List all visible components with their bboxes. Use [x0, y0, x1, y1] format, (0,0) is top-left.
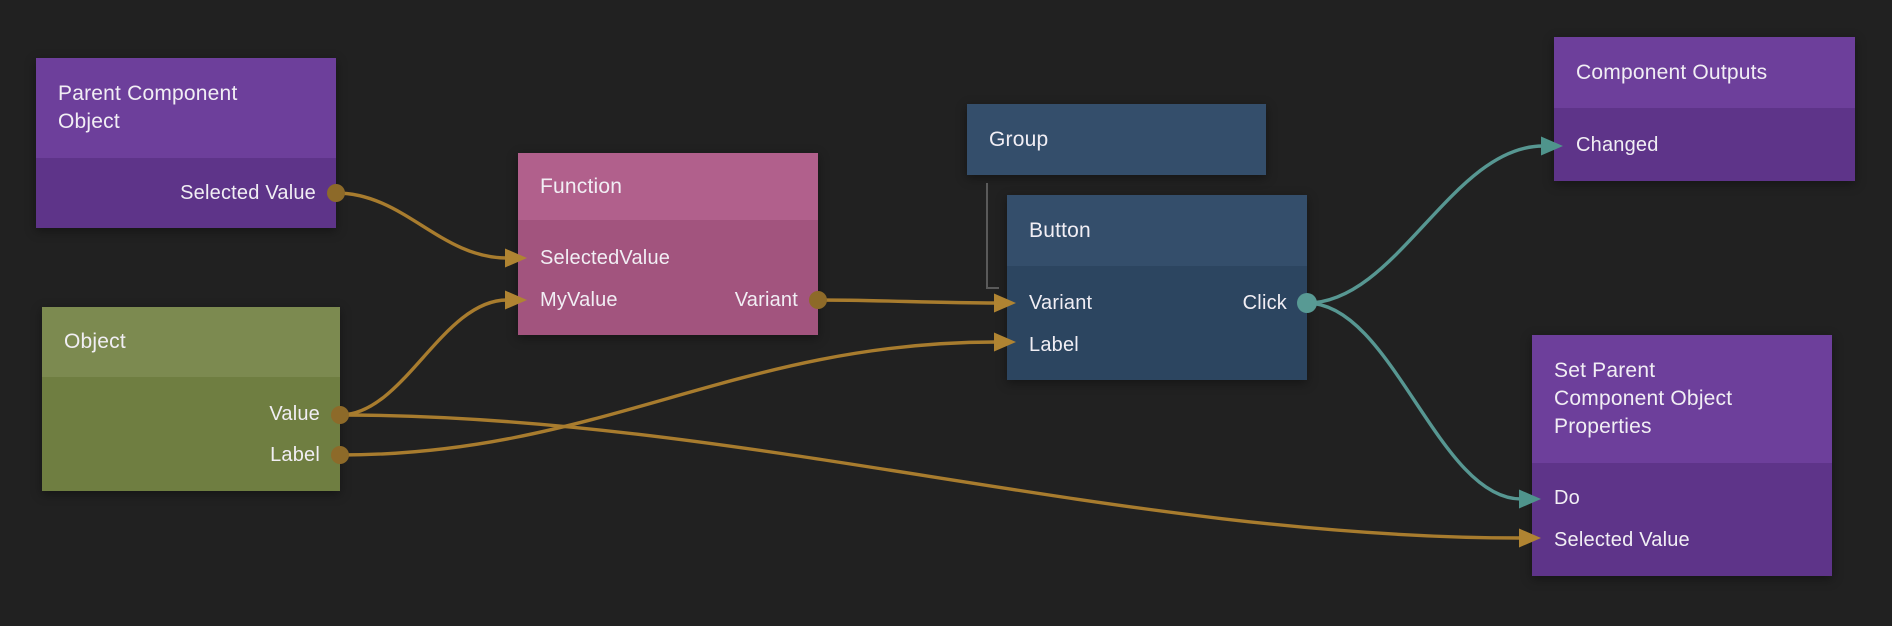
output-port-variant[interactable]: Variant — [734, 288, 798, 311]
node-header[interactable]: Object — [42, 307, 340, 377]
port-row: Label — [42, 435, 340, 476]
node-component-outputs[interactable]: Component Outputs Changed — [1554, 37, 1855, 181]
port-row: Variant Click — [1007, 282, 1307, 324]
node-title: Object — [64, 330, 126, 354]
input-port-selectedvalue[interactable]: SelectedValue — [540, 246, 671, 269]
port-row: Do — [1532, 477, 1832, 519]
node-body: Variant Click Label — [1007, 266, 1307, 380]
node-body: Selected Value — [36, 158, 336, 228]
port-row: Label — [1007, 324, 1307, 366]
node-button[interactable]: Button Variant Click Label — [1007, 195, 1307, 380]
input-port-label[interactable]: Label — [1029, 333, 1079, 356]
node-header[interactable]: Group — [967, 104, 1266, 175]
node-header[interactable]: Set Parent Component Object Properties — [1532, 335, 1832, 463]
node-title: Function — [540, 174, 623, 198]
wire-function-variant-to-button-variant[interactable] — [817, 298, 997, 305]
port-row: Selected Value — [1532, 519, 1832, 561]
node-body: Do Selected Value — [1532, 463, 1832, 576]
node-header[interactable]: Parent Component Object — [36, 58, 336, 158]
node-header[interactable]: Component Outputs — [1554, 37, 1855, 108]
output-port-selected-value[interactable]: Selected Value — [180, 181, 316, 204]
node-group[interactable]: Group — [967, 104, 1266, 175]
output-port-label[interactable]: Label — [270, 444, 320, 466]
node-parent-component-object[interactable]: Parent Component Object Selected Value — [36, 58, 336, 228]
wire-object-value-to-setparent-selected-value[interactable] — [339, 413, 1522, 540]
output-port-value[interactable]: Value — [269, 403, 320, 425]
wire-object-label-to-button-label[interactable] — [339, 340, 997, 457]
wire-button-click-to-setparent-do[interactable] — [1306, 301, 1522, 501]
node-title: Set Parent Component Object Properties — [1554, 359, 1733, 438]
input-port-variant[interactable]: Variant — [1029, 291, 1093, 314]
output-port-click[interactable]: Click — [1242, 291, 1287, 314]
port-row: Value — [42, 394, 340, 435]
node-body: SelectedValue MyValue Variant — [518, 220, 818, 335]
wire-object-value-to-function-myvalue[interactable] — [339, 298, 508, 417]
node-header[interactable]: Button — [1007, 195, 1307, 266]
wire-button-click-to-component-outputs-changed[interactable] — [1306, 144, 1544, 305]
node-title: Button — [1029, 218, 1091, 242]
wire-parent-selected-value-to-function-selectedvalue[interactable] — [335, 191, 508, 260]
node-function[interactable]: Function SelectedValue MyValue Variant — [518, 153, 818, 335]
node-body: Value Label — [42, 377, 340, 491]
node-body: Changed — [1554, 108, 1855, 181]
port-row: Changed — [1554, 124, 1855, 166]
group-child-link — [986, 183, 999, 289]
node-header[interactable]: Function — [518, 153, 818, 220]
node-object[interactable]: Object Value Label — [42, 307, 340, 491]
input-port-selected-value[interactable]: Selected Value — [1554, 528, 1690, 551]
input-port-do[interactable]: Do — [1554, 486, 1580, 509]
input-port-myvalue[interactable]: MyValue — [540, 288, 618, 311]
node-title: Component Outputs — [1576, 60, 1768, 84]
port-row: SelectedValue — [518, 237, 818, 279]
node-title: Parent Component Object — [58, 82, 238, 133]
node-title: Group — [989, 127, 1049, 151]
input-port-changed[interactable]: Changed — [1576, 133, 1659, 156]
port-row: MyValue Variant — [518, 279, 818, 321]
node-set-parent-component-object-properties[interactable]: Set Parent Component Object Properties D… — [1532, 335, 1832, 576]
